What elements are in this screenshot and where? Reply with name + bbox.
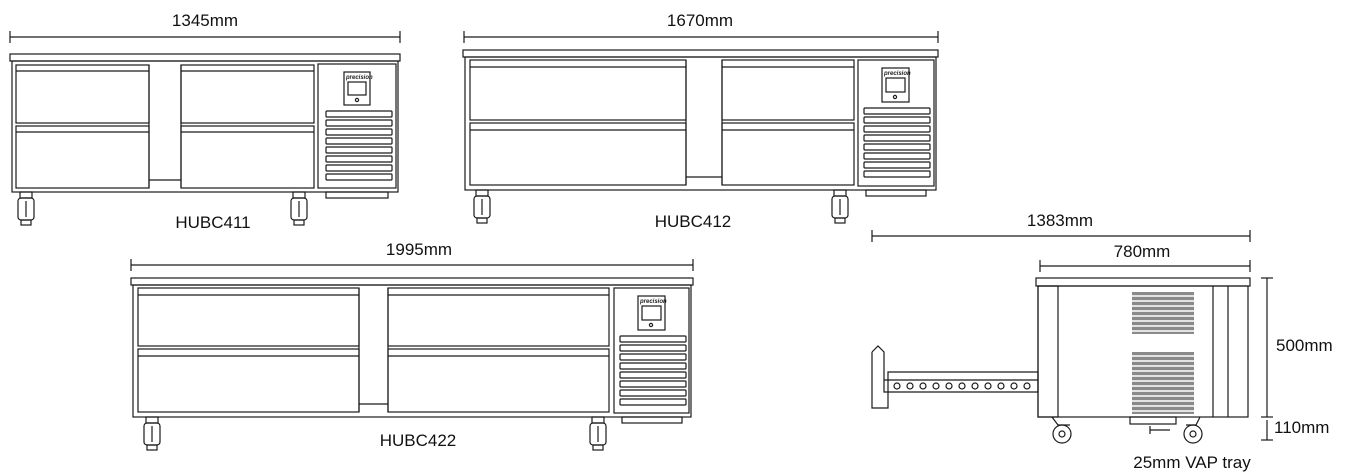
leg-height-dimension-line <box>1261 420 1273 441</box>
vent-louvres-hubc411 <box>325 110 393 181</box>
condensate-tray-hubc422 <box>621 416 683 424</box>
worktop-hubc411 <box>9 53 401 62</box>
model-label-hubc422: HUBC422 <box>379 431 457 450</box>
side-worktop <box>1035 277 1251 287</box>
side-castor-rear <box>1183 416 1203 444</box>
control-panel-hubc411 <box>317 63 397 189</box>
unit-hubc412-drawing <box>462 31 939 224</box>
cabinet-body-hubc422 <box>132 284 692 418</box>
drawers-hubc422 <box>137 287 610 413</box>
body-depth-label: 780mm <box>1113 242 1171 261</box>
control-panel-hubc422 <box>613 287 690 414</box>
side-front-panel <box>1037 285 1059 418</box>
brand-logo-hubc411: precision <box>345 75 373 81</box>
width-label-hubc411: 1345mm <box>171 11 239 30</box>
width-dimension-line-hubc412 <box>463 31 939 43</box>
model-label-hubc412: HUBC412 <box>654 212 732 231</box>
brand-logo-hubc422: precision <box>639 299 667 305</box>
side-vent-perforations <box>1132 295 1194 412</box>
width-dimension-line-hubc422 <box>130 259 694 271</box>
leg-height-label: 110mm <box>1274 418 1330 437</box>
width-label-hubc412: 1670mm <box>666 11 734 30</box>
vent-louvres-hubc412 <box>863 107 931 178</box>
side-castor-front <box>1051 416 1072 444</box>
unit-hubc422-drawing <box>130 259 694 451</box>
height-label: 500mm <box>1276 336 1333 355</box>
side-view-drawing <box>871 230 1273 444</box>
condensate-tray-hubc412 <box>865 189 927 197</box>
cabinet-body-hubc412 <box>464 56 937 191</box>
control-panel-hubc412 <box>857 59 935 187</box>
total-depth-label: 1383mm <box>1026 211 1094 230</box>
vent-louvres-hubc422 <box>619 335 687 406</box>
width-dimension-line-hubc411 <box>9 31 401 43</box>
side-vent-grid-lower <box>1132 352 1194 414</box>
castor-right-hubc412 <box>831 189 849 224</box>
castor-right-hubc422 <box>589 416 607 451</box>
worktop-hubc422 <box>130 277 694 286</box>
worktop-hubc412 <box>462 49 939 58</box>
width-label-hubc422: 1995mm <box>385 240 453 259</box>
drawers-hubc412 <box>469 59 855 186</box>
vap-tray-label: 25mm VAP tray <box>1133 453 1251 472</box>
total-depth-dimension-line <box>871 230 1251 242</box>
model-label-hubc411: HUBC411 <box>175 213 251 232</box>
body-depth-dimension-line <box>1039 260 1251 272</box>
castor-left-hubc411 <box>17 191 35 226</box>
drawers-hubc411 <box>15 64 315 189</box>
condensate-tray-hubc411 <box>325 191 389 199</box>
cabinet-body-hubc411 <box>11 60 399 193</box>
castor-right-hubc411 <box>290 191 308 226</box>
extended-drawer-slide <box>871 345 1039 409</box>
castor-left-hubc412 <box>473 189 491 224</box>
brand-logo-hubc412: precision <box>883 71 911 77</box>
side-vent-grid-upper <box>1132 292 1194 334</box>
unit-hubc411-drawing <box>9 31 401 226</box>
castor-left-hubc422 <box>143 416 161 451</box>
vap-tray <box>1129 416 1177 434</box>
height-dimension-line <box>1261 277 1273 418</box>
